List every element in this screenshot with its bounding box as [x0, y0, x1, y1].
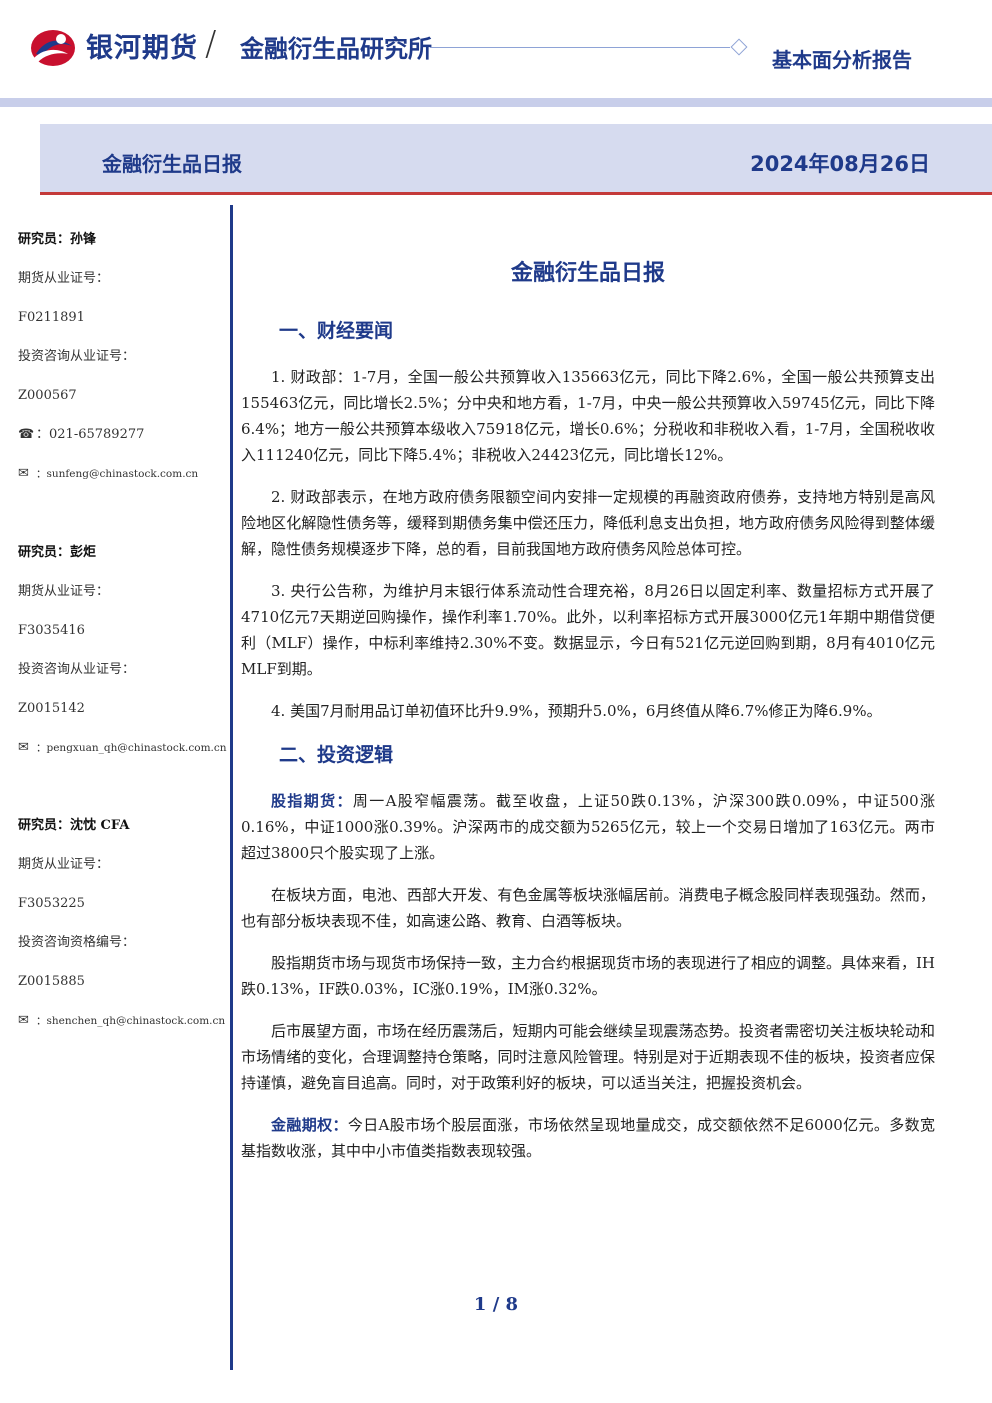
- futures-license-label: 期货从业证号：: [18, 271, 110, 286]
- options-paragraph: 金融期权：今日A股市场个股层面涨，市场依然呈现地量成交，成交额依然不足6000亿…: [241, 1112, 935, 1164]
- consult-license-label: 投资咨询资格编号：: [18, 935, 136, 950]
- researcher-block-2: 研究员：彭炬 期货从业证号： F3035416 投资咨询从业证号： Z00151…: [18, 533, 228, 767]
- email-row: ✉：pengxuan_qh@chinastock.com.cn: [18, 728, 228, 767]
- news-item-2: 2. 财政部表示，在地方政府债务限额空间内安排一定规模的再融资政府债券，支持地方…: [241, 488, 935, 558]
- consult-license-label: 投资咨询从业证号：: [18, 349, 136, 364]
- sidebar-divider: [230, 205, 233, 1370]
- email-address[interactable]: sunfeng@chinastock.com.cn: [46, 468, 199, 480]
- news-item-1: 1. 财政部：1-7月，全国一般公共预算收入135663亿元，同比下降2.6%，…: [241, 368, 935, 464]
- researcher-sidebar: 研究员：孙锋 期货从业证号： F0211891 投资咨询从业证号： Z00056…: [18, 220, 228, 1040]
- futures-license-id: F3035416: [18, 623, 85, 638]
- researcher-name: 研究员：沈忱 CFA: [18, 818, 130, 833]
- contracts-paragraph: 股指期货市场与现货市场保持一致，主力合约根据现货市场的表现进行了相应的调整。具体…: [241, 954, 936, 998]
- title-banner: 金融衍生品日报 2024年08月26日: [40, 124, 992, 195]
- futures-license-id: F0211891: [18, 310, 85, 325]
- futures-license-label: 期货从业证号：: [18, 857, 110, 872]
- news-item-3: 3. 央行公告称，为维护月末银行体系流动性合理充裕，8月26日以固定利率、数量招…: [241, 582, 935, 678]
- email-address[interactable]: shenchen_qh@chinastock.com.cn: [46, 1015, 226, 1027]
- page-number: 1 / 8: [473, 1294, 519, 1315]
- index-futures-text: 周一A股窄幅震荡。截至收盘，上证50跌0.13%，沪深300跌0.09%，中证5…: [241, 792, 935, 862]
- consult-license-id: Z0015142: [18, 701, 85, 716]
- researcher-block-1: 研究员：孙锋 期货从业证号： F0211891 投资咨询从业证号： Z00056…: [18, 220, 228, 493]
- index-futures-label: 股指期货：: [271, 792, 353, 810]
- options-label: 金融期权：: [271, 1116, 348, 1134]
- section-heading-logic: 二、投资逻辑: [279, 744, 394, 766]
- futures-license-label: 期货从业证号：: [18, 584, 110, 599]
- section-heading-news: 一、财经要闻: [279, 320, 394, 342]
- brand-name: 银河期货: [86, 33, 198, 64]
- phone-row: ☎：021-65789277: [18, 415, 228, 454]
- header-slash: /: [205, 24, 217, 64]
- document-title: 金融衍生品日报: [510, 261, 665, 286]
- phone-icon: ☎: [18, 427, 35, 442]
- institute-name: 金融衍生品研究所: [240, 35, 432, 63]
- email-address[interactable]: pengxuan_qh@chinastock.com.cn: [46, 742, 227, 754]
- envelope-icon: ✉: [18, 1013, 29, 1028]
- email-row: ✉：shenchen_qh@chinastock.com.cn: [18, 1001, 228, 1040]
- outlook-paragraph: 后市展望方面，市场在经历震荡后，短期内可能会继续呈现震荡态势。投资者需密切关注板…: [241, 1022, 935, 1092]
- news-item-4: 4. 美国7月耐用品订单初值环比升9.9%，预期升5.0%，6月终值从降6.7%…: [271, 702, 882, 720]
- futures-license-id: F3053225: [18, 896, 85, 911]
- header-bar: [0, 98, 992, 107]
- galaxy-logo-icon: [31, 30, 75, 66]
- index-futures-paragraph: 股指期货：周一A股窄幅震荡。截至收盘，上证50跌0.13%，沪深300跌0.09…: [241, 788, 935, 866]
- report-body: 金融衍生品日报 一、财经要闻 1. 财政部：1-7月，全国一般公共预算收入135…: [241, 260, 935, 1180]
- banner-title: 金融衍生品日报: [102, 152, 242, 176]
- researcher-name: 研究员：孙锋: [18, 232, 97, 247]
- envelope-icon: ✉: [18, 466, 29, 481]
- banner-date: 2024年08月26日: [750, 152, 930, 176]
- report-type: 基本面分析报告: [772, 48, 912, 72]
- sector-paragraph: 在板块方面，电池、西部大开发、有色金属等板块涨幅居前。消费电子概念股同样表现强劲…: [241, 886, 935, 930]
- diamond-ornament-icon: [730, 38, 748, 56]
- consult-license-id: Z0015885: [18, 974, 85, 989]
- consult-license-label: 投资咨询从业证号：: [18, 662, 136, 677]
- consult-license-id: Z000567: [18, 388, 77, 403]
- envelope-icon: ✉: [18, 740, 29, 755]
- researcher-block-3: 研究员：沈忱 CFA 期货从业证号： F3053225 投资咨询资格编号： Z0…: [18, 806, 228, 1040]
- researcher-name: 研究员：彭炬: [18, 545, 97, 560]
- header-rule: [430, 47, 730, 48]
- options-text: 今日A股市场个股层面涨，市场依然呈现地量成交，成交额依然不足6000亿元。多数宽…: [241, 1116, 935, 1160]
- phone-number: 021-65789277: [49, 427, 145, 442]
- email-row: ✉：sunfeng@chinastock.com.cn: [18, 454, 228, 493]
